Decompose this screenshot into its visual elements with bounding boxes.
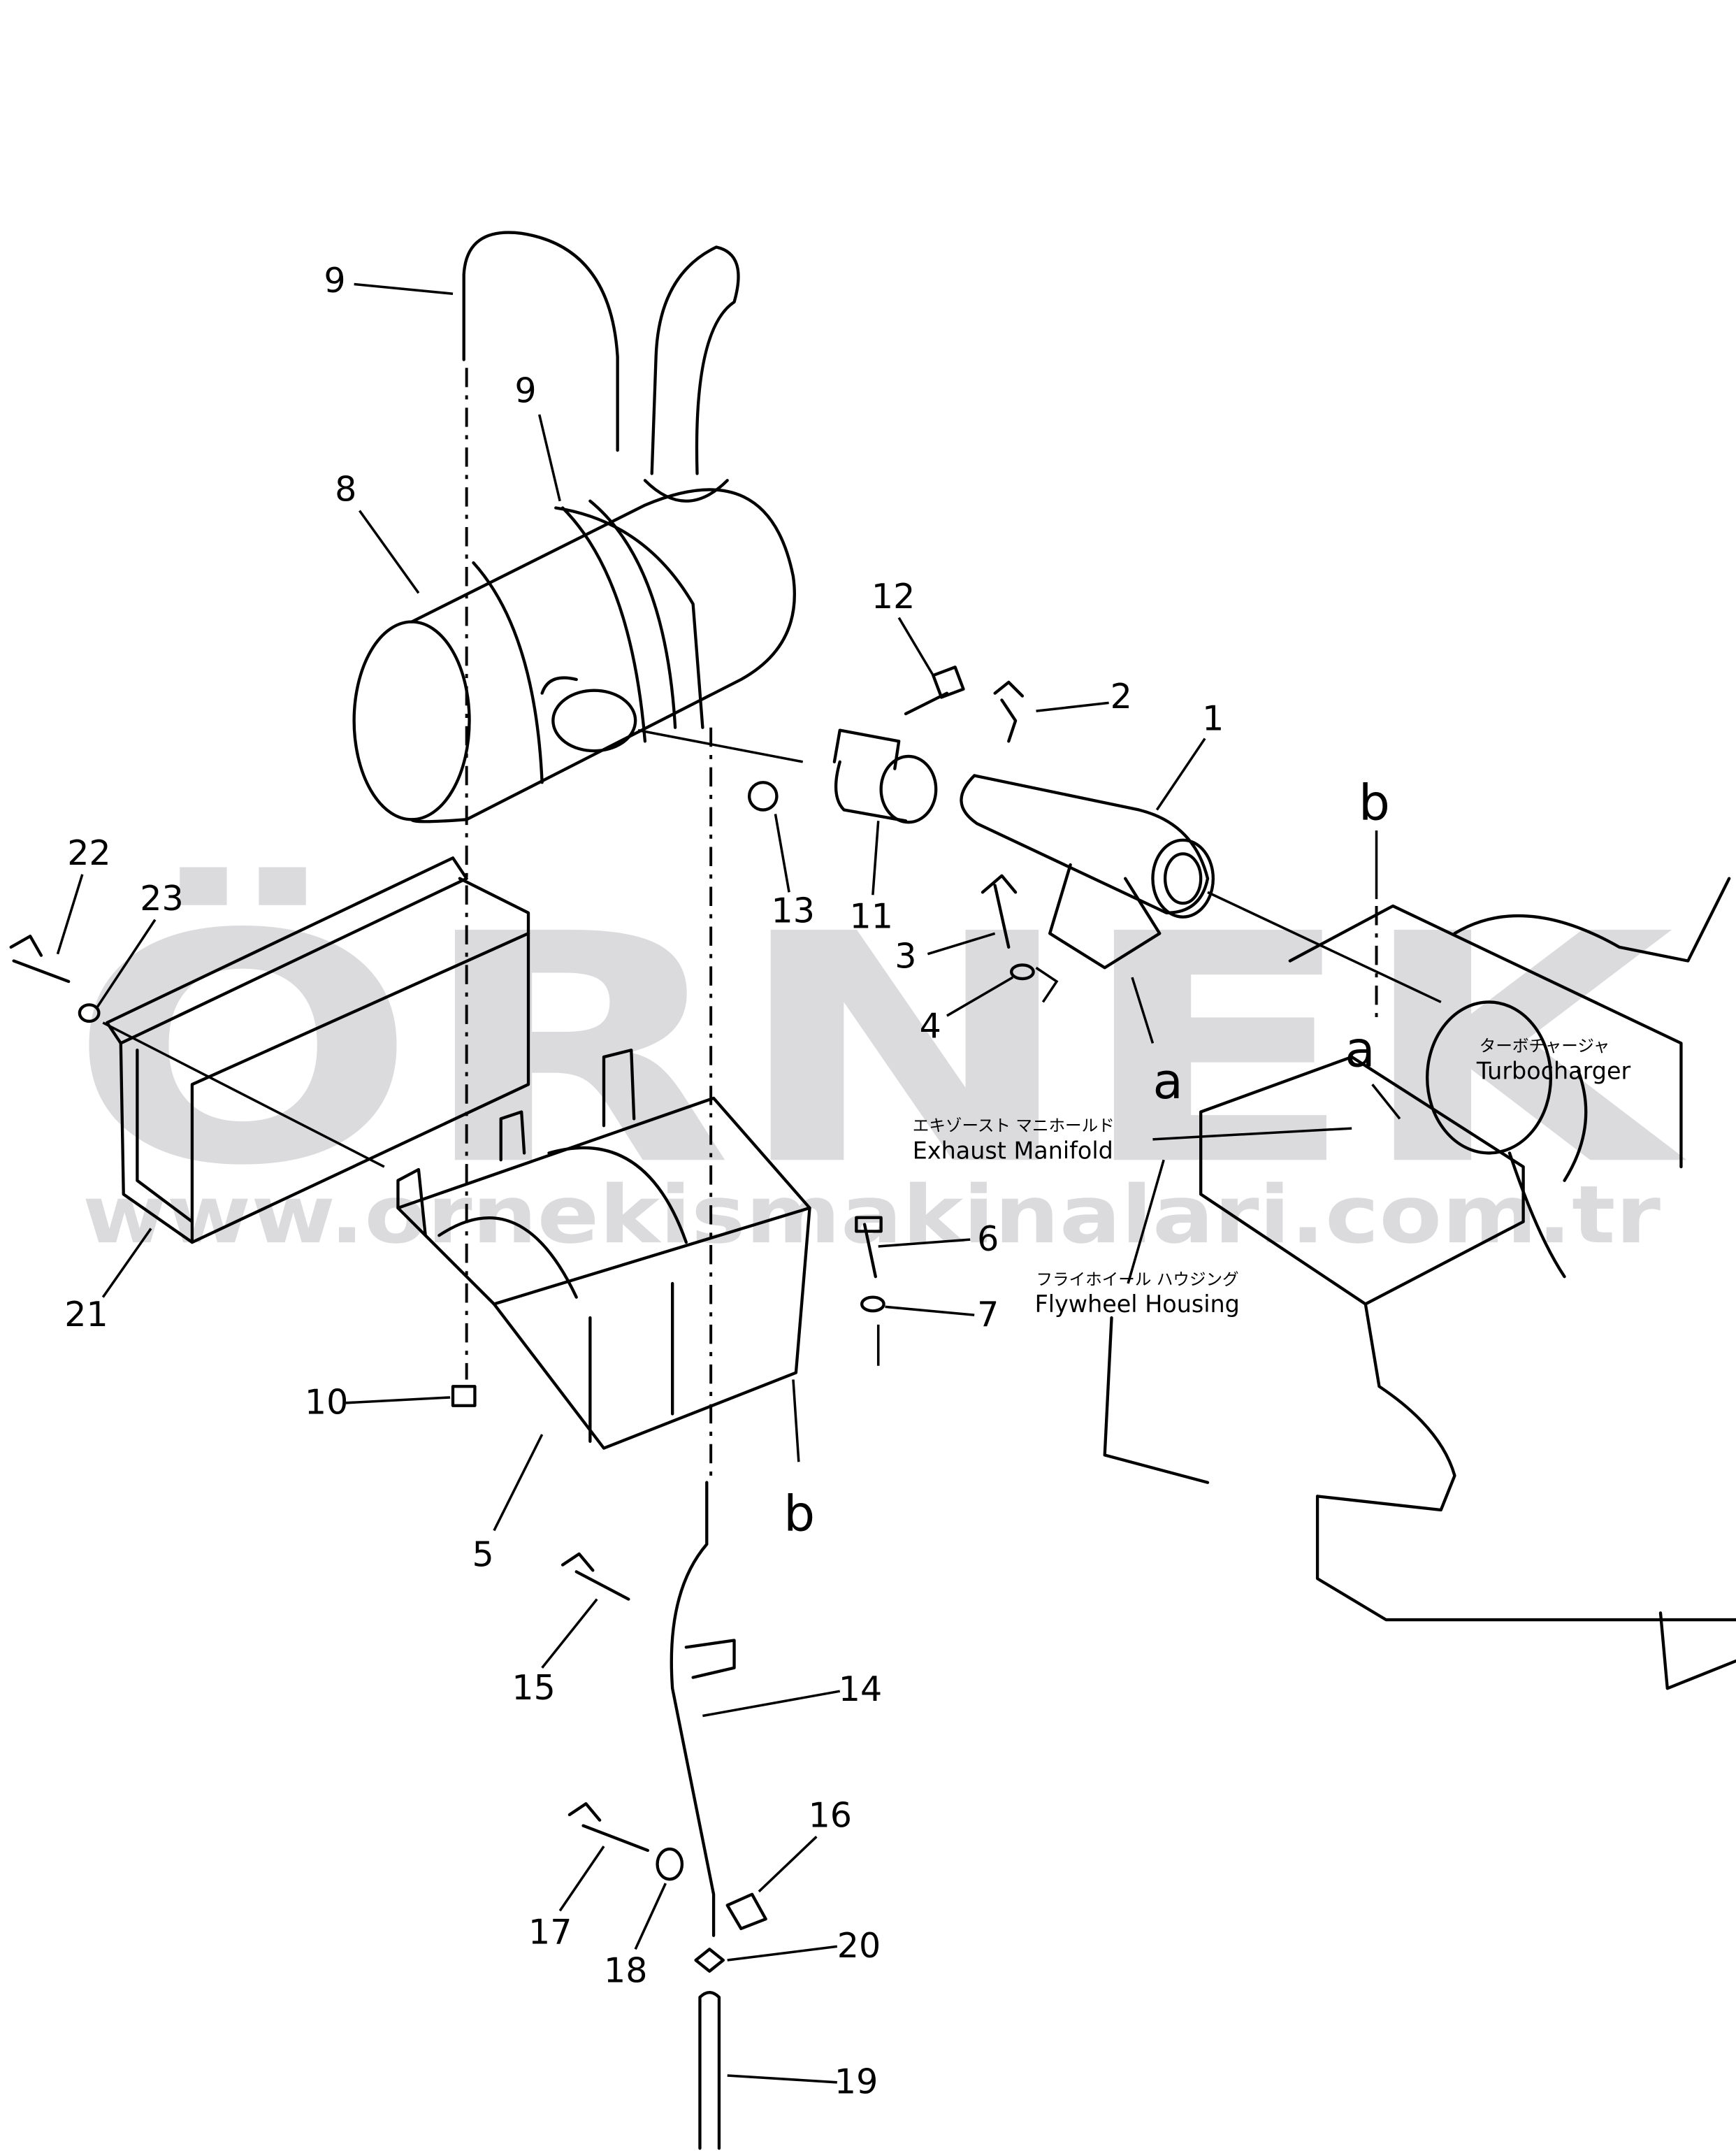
- bolt-15: [560, 1552, 630, 1601]
- bracket-5: [396, 1049, 811, 1450]
- callout-14: 14: [839, 1669, 882, 1709]
- bolt-6: [855, 1216, 883, 1279]
- washer-23: [78, 1003, 101, 1023]
- callout-7: 7: [977, 1294, 999, 1335]
- engine: [1103, 877, 1736, 1690]
- callout-4: 4: [920, 1006, 941, 1046]
- callout-21: 21: [64, 1294, 108, 1335]
- washer-7: [860, 1295, 885, 1313]
- rod-19: [698, 1991, 721, 2150]
- callout-20: 20: [837, 1925, 881, 1966]
- callouts: 9 9 8 12 2 1 22 23 13 11 3 4 21 6 7 10 5…: [64, 260, 1224, 2101]
- callout-18: 18: [604, 1950, 647, 1990]
- flywheel-housing-label-jp: フライホイール ハウジング: [1036, 1269, 1239, 1289]
- bolt-17: [567, 1802, 649, 1853]
- callout-12: 12: [871, 576, 915, 617]
- callout-8: 8: [335, 469, 356, 510]
- callout-15: 15: [512, 1667, 555, 1708]
- washer-4: [1010, 963, 1035, 981]
- nut-20: [694, 1948, 725, 1973]
- callout-5: 5: [472, 1534, 493, 1574]
- clamp-11: [832, 728, 938, 824]
- callout-9: 9: [514, 370, 536, 410]
- view-marker-a: a: [1345, 1021, 1375, 1079]
- exhaust-manifold-label: Exhaust Manifold: [913, 1137, 1113, 1164]
- callout-19: 19: [834, 2062, 878, 2102]
- exhaust-pipe-1: [960, 680, 1215, 970]
- turbocharger-label-jp: ターボチャージャ: [1480, 1036, 1610, 1056]
- muffler: [352, 245, 796, 823]
- turbocharger-label: Turbocharger: [1476, 1057, 1631, 1084]
- view-marker-a: a: [1152, 1052, 1182, 1110]
- flywheel-housing-label: Flywheel Housing: [1035, 1290, 1240, 1318]
- view-marker-b: b: [1359, 773, 1390, 831]
- callout-23: 23: [140, 878, 183, 919]
- washer-18: [656, 1847, 684, 1881]
- callout-9: 9: [324, 260, 345, 301]
- spacer-16: [725, 1892, 767, 1931]
- callout-22: 22: [67, 833, 110, 873]
- callout-2: 2: [1111, 676, 1132, 717]
- nut-13: [747, 781, 779, 812]
- callout-16: 16: [809, 1795, 852, 1836]
- exhaust-manifold-label-jp: エキゾースト マニホールド: [913, 1116, 1115, 1135]
- bolt-3: [981, 874, 1018, 949]
- callout-11: 11: [849, 895, 892, 936]
- callout-10: 10: [305, 1382, 348, 1423]
- callout-1: 1: [1202, 698, 1224, 739]
- u-bolt-9a: [462, 231, 619, 452]
- stay-14: [670, 1481, 716, 1937]
- nut-10: [451, 1385, 477, 1407]
- cover-21: [106, 856, 530, 1244]
- callout-3: 3: [895, 935, 916, 976]
- stay-clip: [684, 1639, 736, 1679]
- watermark-url: www.ornekismakinalari.com.tr: [82, 1168, 1661, 1261]
- callout-17: 17: [528, 1911, 572, 1952]
- bolt-12: [904, 666, 965, 716]
- u-bolt-9b: [554, 506, 704, 729]
- view-marker-b: b: [783, 1484, 815, 1542]
- callout-13: 13: [772, 891, 815, 931]
- callout-6: 6: [977, 1218, 999, 1259]
- bolt-22: [9, 935, 71, 984]
